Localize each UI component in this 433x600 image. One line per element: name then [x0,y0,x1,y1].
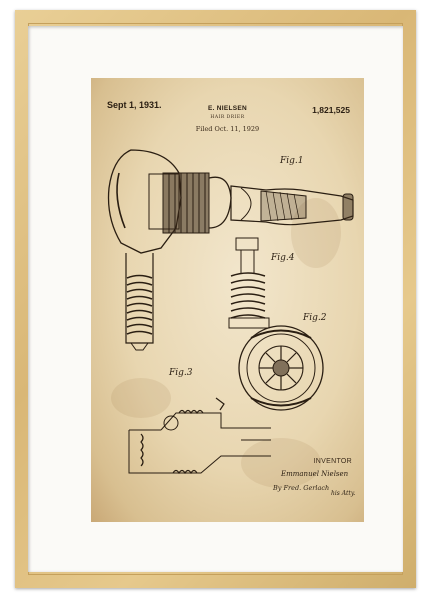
figure-label: Fig.3 [169,368,193,378]
handle-spring [126,274,153,335]
fig4-base [228,317,270,329]
fig3-motor [163,415,179,431]
filed-date: Filed Oct. 11, 1929 [195,125,260,133]
paper-stain [241,438,321,488]
paper-stain [291,198,341,268]
patent-number: 1,821,525 [312,105,350,115]
fig3-coil-bottom [172,469,198,475]
inventor-name: E. NIELSEN [207,105,248,112]
motor-coils [162,172,210,234]
inventor-signature: Emmanuel Nielsen [281,470,349,478]
fig4-spring [230,272,266,319]
patent-print: Sept 1, 1931. E. NIELSEN 1,821,525 HAIR … [91,78,364,522]
barrel-cap [342,193,354,221]
fig2-fan-blades [259,346,303,390]
figure-label: Fig.2 [303,313,327,323]
fig3-coil-top [178,409,204,415]
figure-label: Fig.1 [280,156,304,166]
fig2-outer-ring [238,325,324,411]
drier-handle [125,253,154,344]
figure-label: Fig.4 [271,253,295,263]
attorney-signature: By Fred. Gerlach [273,484,330,492]
attorney-title: his Atty. [331,490,356,497]
inventor-label: INVENTOR [313,458,352,465]
fig3-wire [128,430,161,474]
patent-date: Sept 1, 1931. [107,100,162,110]
invention-title: HAIR DRIER [210,115,245,120]
paper-stain [111,378,171,418]
fig4-top [235,237,259,251]
patent-drawing [107,149,354,475]
drier-housing-back [107,149,182,254]
fig3-coil-left [140,433,144,467]
